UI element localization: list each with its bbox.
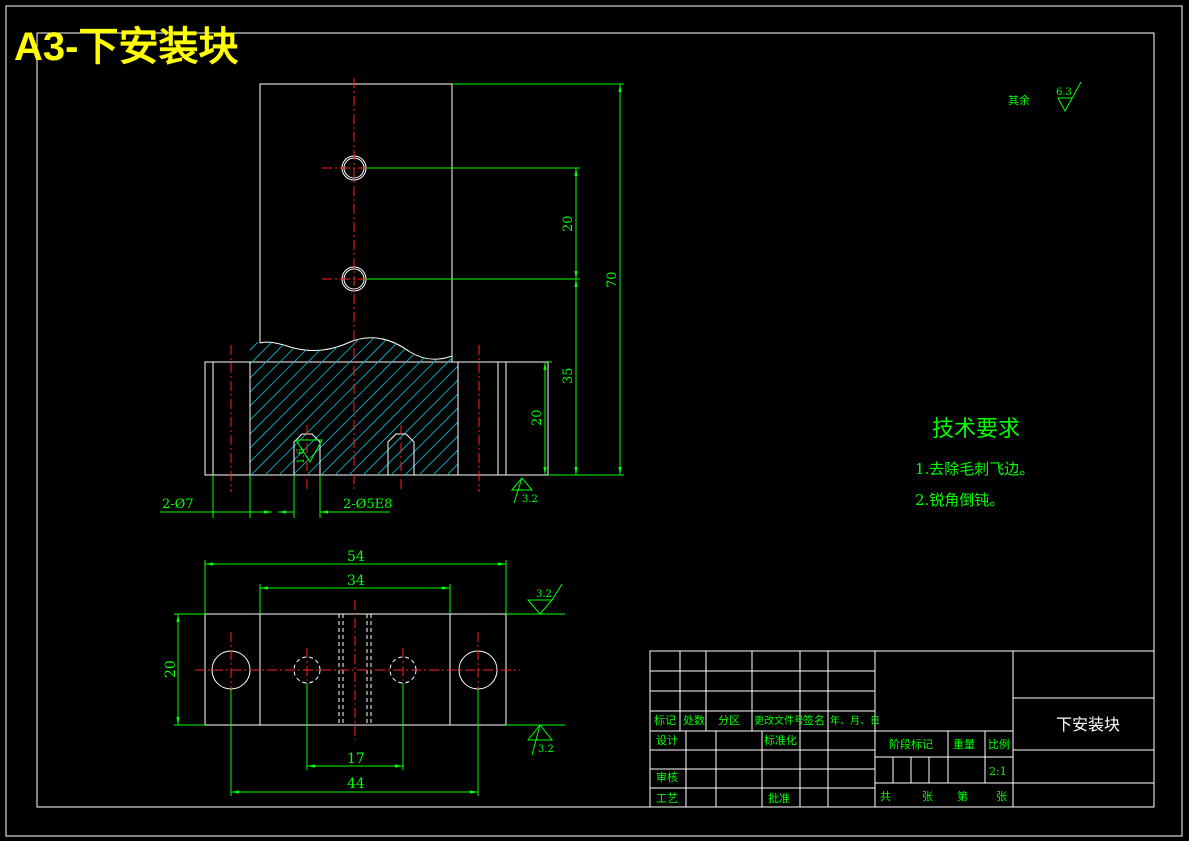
tb-scale: 比例 [988, 737, 1010, 751]
hatch-line [82, 330, 242, 490]
hatch-line [544, 330, 704, 490]
hatch-line [54, 330, 214, 490]
surface-finish-hole: 1.6 [296, 448, 307, 464]
hatch-line [250, 337, 327, 475]
hatch-line [572, 330, 732, 490]
hatch-line [250, 337, 383, 475]
tb-design: 设计 [656, 734, 678, 747]
inner-frame [36, 32, 1155, 808]
front-view-dimensions: 20 35 70 20 2-Ø7 2-Ø5E8 1.6 3.2 [160, 83, 624, 518]
surface-finish-top-lower: 3.2 [538, 744, 554, 755]
hatch-line [530, 330, 690, 490]
top-view [195, 600, 520, 740]
hatch-line [586, 330, 746, 490]
hatch-line [333, 337, 458, 475]
hatch-line [488, 330, 648, 490]
hatch-line [502, 330, 662, 490]
hatch-line [347, 337, 458, 475]
hatch-line [250, 337, 397, 475]
tb-change-doc: 更改文件号 [754, 714, 804, 727]
hatch-line [250, 337, 411, 475]
hatch-line [375, 337, 458, 475]
hatch-line [389, 337, 458, 475]
top-view-dimensions: 54 34 20 17 44 3.2 3.2 [163, 549, 565, 796]
front-view [40, 78, 746, 492]
tb-count: 处数 [683, 714, 705, 727]
surface-finish-rest: 其余 6.3 [1008, 81, 1082, 113]
tb-scale-value: 2:1 [989, 765, 1007, 778]
dim-base-height: 20 [530, 409, 545, 426]
hatch-line [250, 337, 341, 475]
hatch-line [250, 337, 313, 475]
hatch-line [250, 337, 285, 475]
title-block: 标记 处数 分区 更改文件号 签名 年、月、日 设计 标准化 审核 工艺 批准 … [649, 650, 1155, 808]
tb-sheet: 张 [996, 790, 1007, 803]
tech-requirements: 技术要求 1.去除毛刺飞边。 2.锐角倒钝。 [915, 417, 1034, 509]
hatch-line [417, 337, 458, 475]
dim-lower-height: 35 [561, 367, 576, 384]
tech-req-item-2: 2.锐角倒钝。 [915, 491, 1004, 509]
surface-finish-rest-label: 其余 [1008, 93, 1030, 107]
surface-finish-bottom: 3.2 [522, 494, 538, 505]
hatch-line [250, 337, 271, 475]
tb-zone: 分区 [718, 714, 740, 727]
tech-req-title: 技术要求 [932, 417, 1020, 442]
dim-depth: 20 [163, 660, 179, 678]
hatch-line [250, 337, 257, 475]
outer-frame [5, 5, 1183, 837]
tb-approve: 批准 [768, 791, 790, 805]
tb-part-name: 下安装块 [1056, 715, 1120, 734]
hatch-line [361, 337, 458, 475]
top-pin-left [293, 656, 321, 684]
hatch-line [250, 337, 299, 475]
tb-review: 审核 [656, 770, 678, 784]
surface-finish-rest-value: 6.3 [1056, 87, 1072, 98]
hatch-line [445, 337, 458, 475]
hatch-line [558, 330, 718, 490]
dim-hole-left: 2-Ø7 [162, 497, 194, 512]
tb-mark: 标记 [654, 713, 676, 727]
dim-hole-spacing: 20 [561, 215, 576, 232]
tb-date: 年、月、日 [830, 714, 880, 727]
hatch-line [40, 330, 200, 490]
dim-inner-width: 34 [347, 573, 365, 589]
tb-standardize: 标准化 [764, 733, 797, 747]
dim-overall-width: 54 [347, 549, 365, 565]
hatch-line [263, 337, 425, 475]
dim-total-height: 70 [605, 271, 620, 288]
tb-weight: 重量 [953, 737, 975, 751]
tb-signature: 签名 [803, 713, 825, 727]
tb-sheets: 张 [922, 790, 933, 803]
tb-process: 工艺 [656, 792, 678, 805]
hatch-line [277, 337, 439, 475]
hatch-line [250, 337, 355, 475]
hatch-line [68, 330, 228, 490]
sheet-title: A3-下安装块 [14, 25, 238, 69]
dim-hole-spacing-top: 44 [347, 776, 365, 792]
tb-stage-mark: 阶段标记 [889, 737, 933, 751]
hatch-line [250, 337, 369, 475]
dim-pin-spacing: 17 [347, 751, 365, 767]
tb-total: 共 [880, 790, 891, 803]
tech-req-item-1: 1.去除毛刺飞边。 [915, 460, 1034, 478]
hatch-line [403, 337, 458, 475]
tb-no: 第 [957, 789, 968, 803]
dim-hole-right: 2-Ø5E8 [343, 497, 392, 512]
surface-finish-top-upper: 3.2 [536, 589, 552, 600]
section-hatch [40, 330, 746, 490]
